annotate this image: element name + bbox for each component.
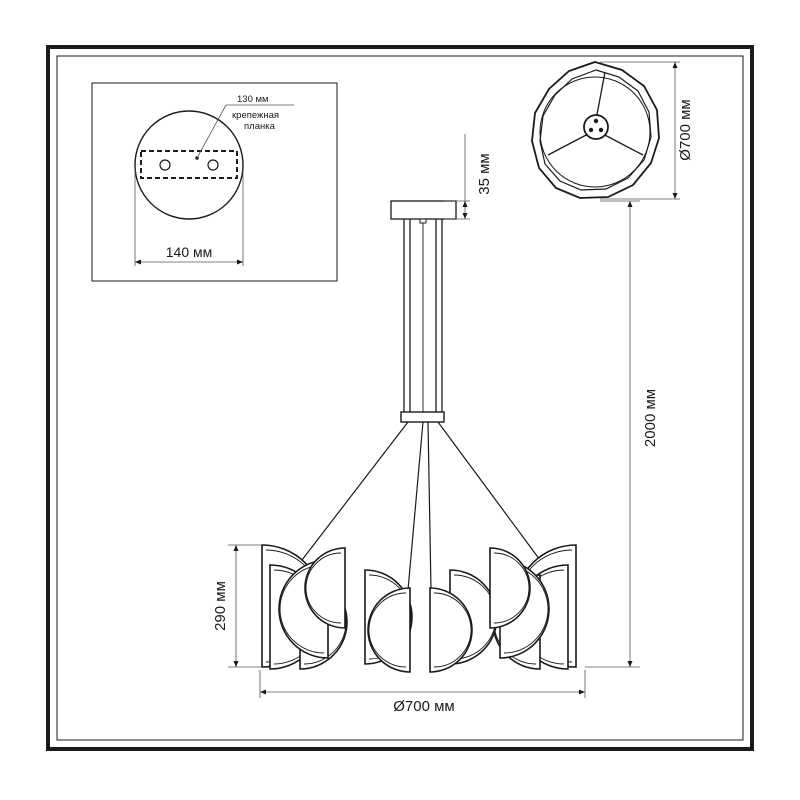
shade-disk-inner-rim [493, 552, 530, 624]
front-view: 35 мм 2000 мм 290 мм Ø700 мм [212, 134, 659, 715]
shade-disk [489, 547, 531, 629]
total-height-label: 2000 мм [642, 389, 659, 447]
top-view-diameter-label: Ø700 мм [677, 99, 694, 161]
front-diameter-label: Ø700 мм [393, 698, 455, 715]
shade-height-label: 290 мм [212, 581, 229, 631]
inner-frame [56, 55, 744, 741]
slot-dimension-label: 130 мм [237, 94, 269, 105]
mount-detail-box: 130 мм крепежная планка 140 мм [91, 82, 338, 282]
shade-disk [429, 587, 473, 673]
plate-width-label: 140 мм [166, 244, 213, 260]
mounting-screw-right [207, 159, 219, 171]
mounting-plate-circle [134, 110, 244, 220]
shade-ring [261, 544, 577, 673]
shade-disk [304, 547, 346, 629]
top-view: Ø700 мм [531, 61, 694, 200]
mounting-bar [140, 150, 238, 179]
canopy [390, 200, 457, 220]
shade-disk [367, 587, 411, 673]
shade-disk-inner-rim [433, 592, 472, 668]
top-view-hub [583, 114, 609, 140]
shade-disk-inner-rim [368, 592, 407, 668]
mounting-screw-left [159, 159, 171, 171]
shade-disk-inner-rim [279, 564, 325, 654]
mounting-bar-label-line2: планка [244, 121, 276, 132]
suspension-hub [400, 411, 445, 423]
canopy-height-label: 35 мм [476, 153, 493, 194]
mounting-bar-label-line1: крепежная [232, 110, 279, 121]
outer-frame [46, 45, 754, 751]
shade-disk-inner-rim [305, 552, 342, 624]
